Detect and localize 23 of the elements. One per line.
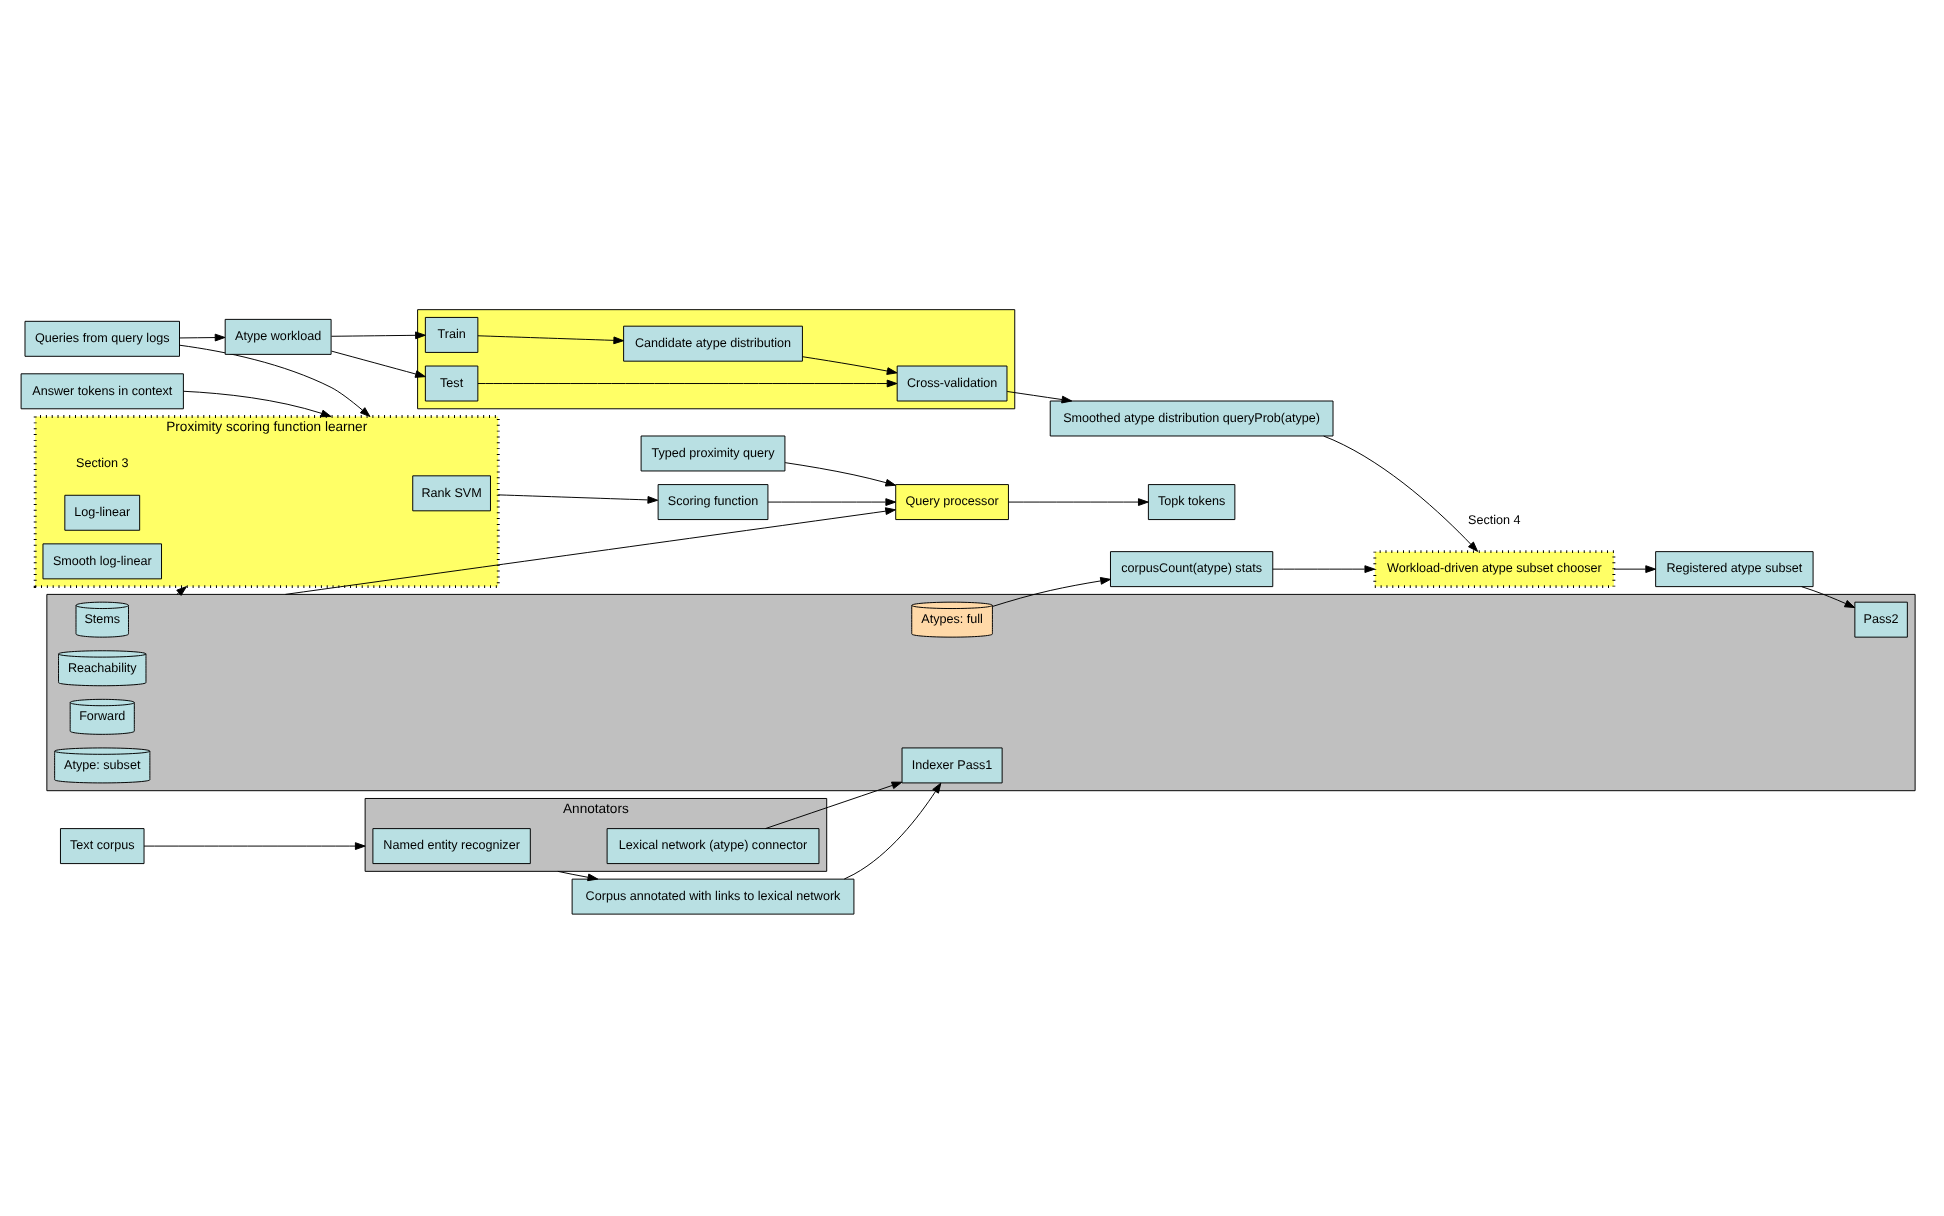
arrow xyxy=(143,842,366,850)
arrow xyxy=(1613,565,1656,573)
arrow xyxy=(843,782,942,880)
arrow xyxy=(802,356,898,375)
arrow xyxy=(477,335,625,345)
arrow xyxy=(767,498,897,506)
arrow xyxy=(991,577,1111,607)
arrow xyxy=(179,333,226,342)
arrow xyxy=(1323,435,1479,552)
arrow xyxy=(331,350,426,378)
arrow xyxy=(1801,586,1856,609)
arrow xyxy=(497,494,659,504)
arrow xyxy=(1006,391,1073,404)
arrow xyxy=(183,390,332,418)
arrow xyxy=(1007,498,1149,506)
arrow xyxy=(784,462,897,487)
arrow xyxy=(477,379,898,388)
arrow xyxy=(179,344,371,418)
arrow xyxy=(176,586,187,596)
arrow xyxy=(557,870,599,882)
arrow xyxy=(1272,565,1376,573)
arrow xyxy=(284,507,896,595)
arrow xyxy=(331,331,426,340)
